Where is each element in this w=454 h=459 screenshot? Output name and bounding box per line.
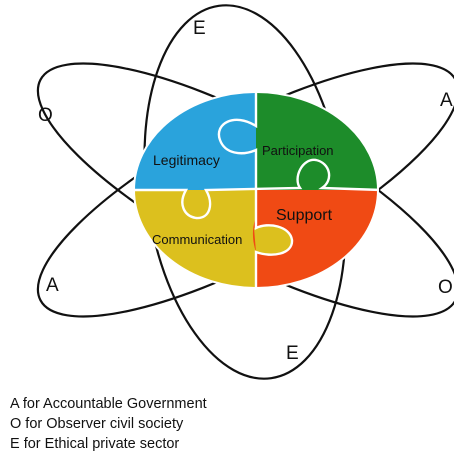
puzzle-tab-yellow-right — [254, 225, 293, 255]
puzzle-tab-green — [297, 159, 330, 188]
legend-line-a: A for Accountable Government — [10, 396, 207, 412]
puzzle-circle — [134, 92, 378, 288]
label-support: Support — [276, 207, 333, 224]
puzzle-circle-outline — [133, 91, 379, 289]
orbit-letter-upper-right: A — [440, 90, 453, 111]
puzzle-tab-blue — [218, 119, 254, 154]
puzzle-tab-yellow — [182, 192, 211, 219]
orbit-letter-bottom: E — [286, 343, 299, 364]
orbit-letter-top: E — [193, 18, 206, 39]
legend: A for Accountable Government O for Obser… — [10, 394, 450, 454]
orbit-letter-upper-left: O — [38, 105, 53, 126]
puzzle-tab-orange — [252, 214, 260, 260]
puzzle-seam-horizontal — [134, 158, 378, 220]
legend-line-o: O for Observer civil society — [10, 416, 184, 432]
good-governance-diagram: Legitimacy Participation Support Communi… — [36, 4, 454, 380]
puzzle-seam-vertical — [217, 92, 294, 288]
orbit-letter-lower-left: A — [46, 275, 59, 296]
orbit-letter-lower-right: O — [438, 277, 453, 298]
label-participation: Participation — [262, 143, 334, 158]
label-communication: Communication — [152, 232, 242, 247]
legend-line-e: E for Ethical private sector — [10, 436, 180, 452]
label-legitimacy: Legitimacy — [153, 152, 220, 168]
